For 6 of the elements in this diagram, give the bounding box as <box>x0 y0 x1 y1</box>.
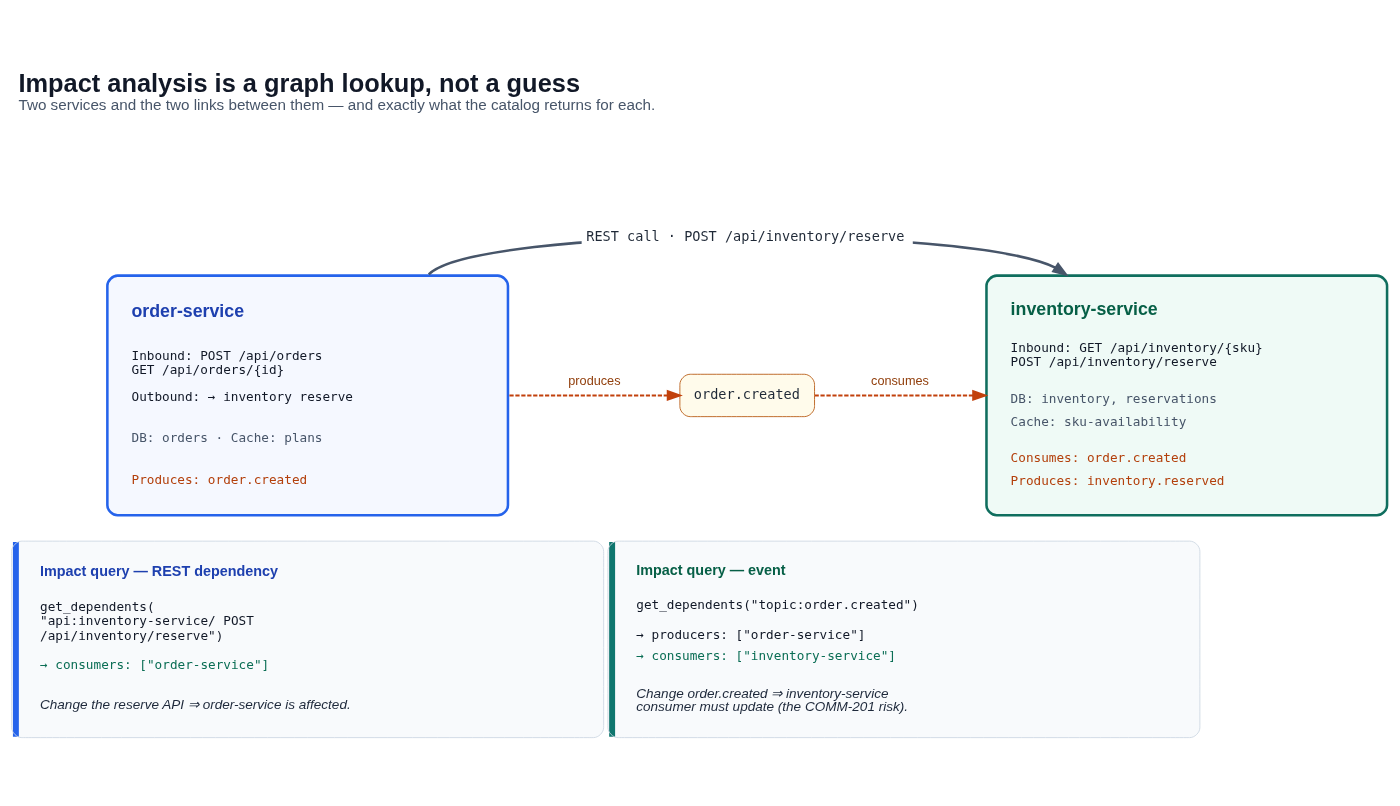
edge-label: consumes <box>871 373 929 388</box>
arrow <box>509 389 683 401</box>
edge-label: produces <box>568 373 621 388</box>
diagram-title: Impact analysis is a graph lookup, not a guess <box>18 68 581 97</box>
edge-label: REST call · POST /api/inventory/reserve <box>586 227 905 244</box>
arrow <box>814 389 989 401</box>
